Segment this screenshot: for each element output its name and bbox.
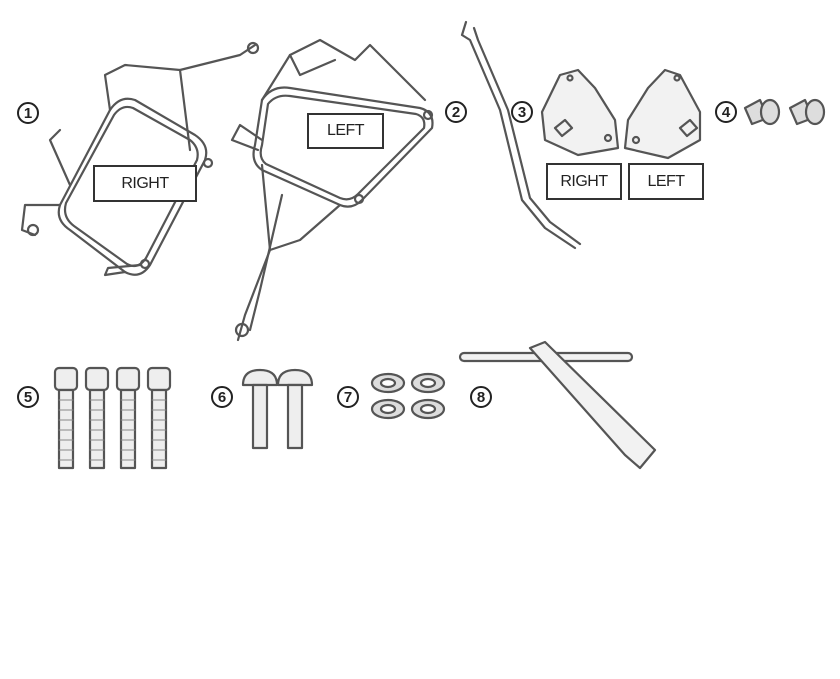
- part-number-7: 7: [337, 386, 359, 408]
- part-number-3: 3: [511, 101, 533, 123]
- long-bolts-drawing: [53, 366, 172, 470]
- part-number-6: 6: [211, 386, 233, 408]
- right-plate-drawing: [540, 68, 620, 157]
- part-number-5: 5: [17, 386, 39, 408]
- frame-right-label: RIGHT: [93, 165, 197, 202]
- part-number-2: 2: [445, 101, 467, 123]
- part-number-4: 4: [715, 101, 737, 123]
- plate-right-label: RIGHT: [546, 163, 622, 200]
- t-wrench-drawing: [458, 340, 657, 470]
- bracket-bar-drawing: [460, 20, 582, 250]
- right-frame-drawing: [20, 41, 260, 277]
- frame-left-label: LEFT: [307, 113, 384, 149]
- part-number-8: 8: [470, 386, 492, 408]
- knobs-drawing: [743, 98, 826, 126]
- left-frame-drawing: [230, 38, 434, 342]
- washers-drawing: [370, 372, 446, 420]
- plate-left-label: LEFT: [628, 163, 704, 200]
- short-bolts-drawing: [241, 368, 314, 450]
- left-plate-drawing: [623, 68, 702, 160]
- part-number-1: 1: [17, 102, 39, 124]
